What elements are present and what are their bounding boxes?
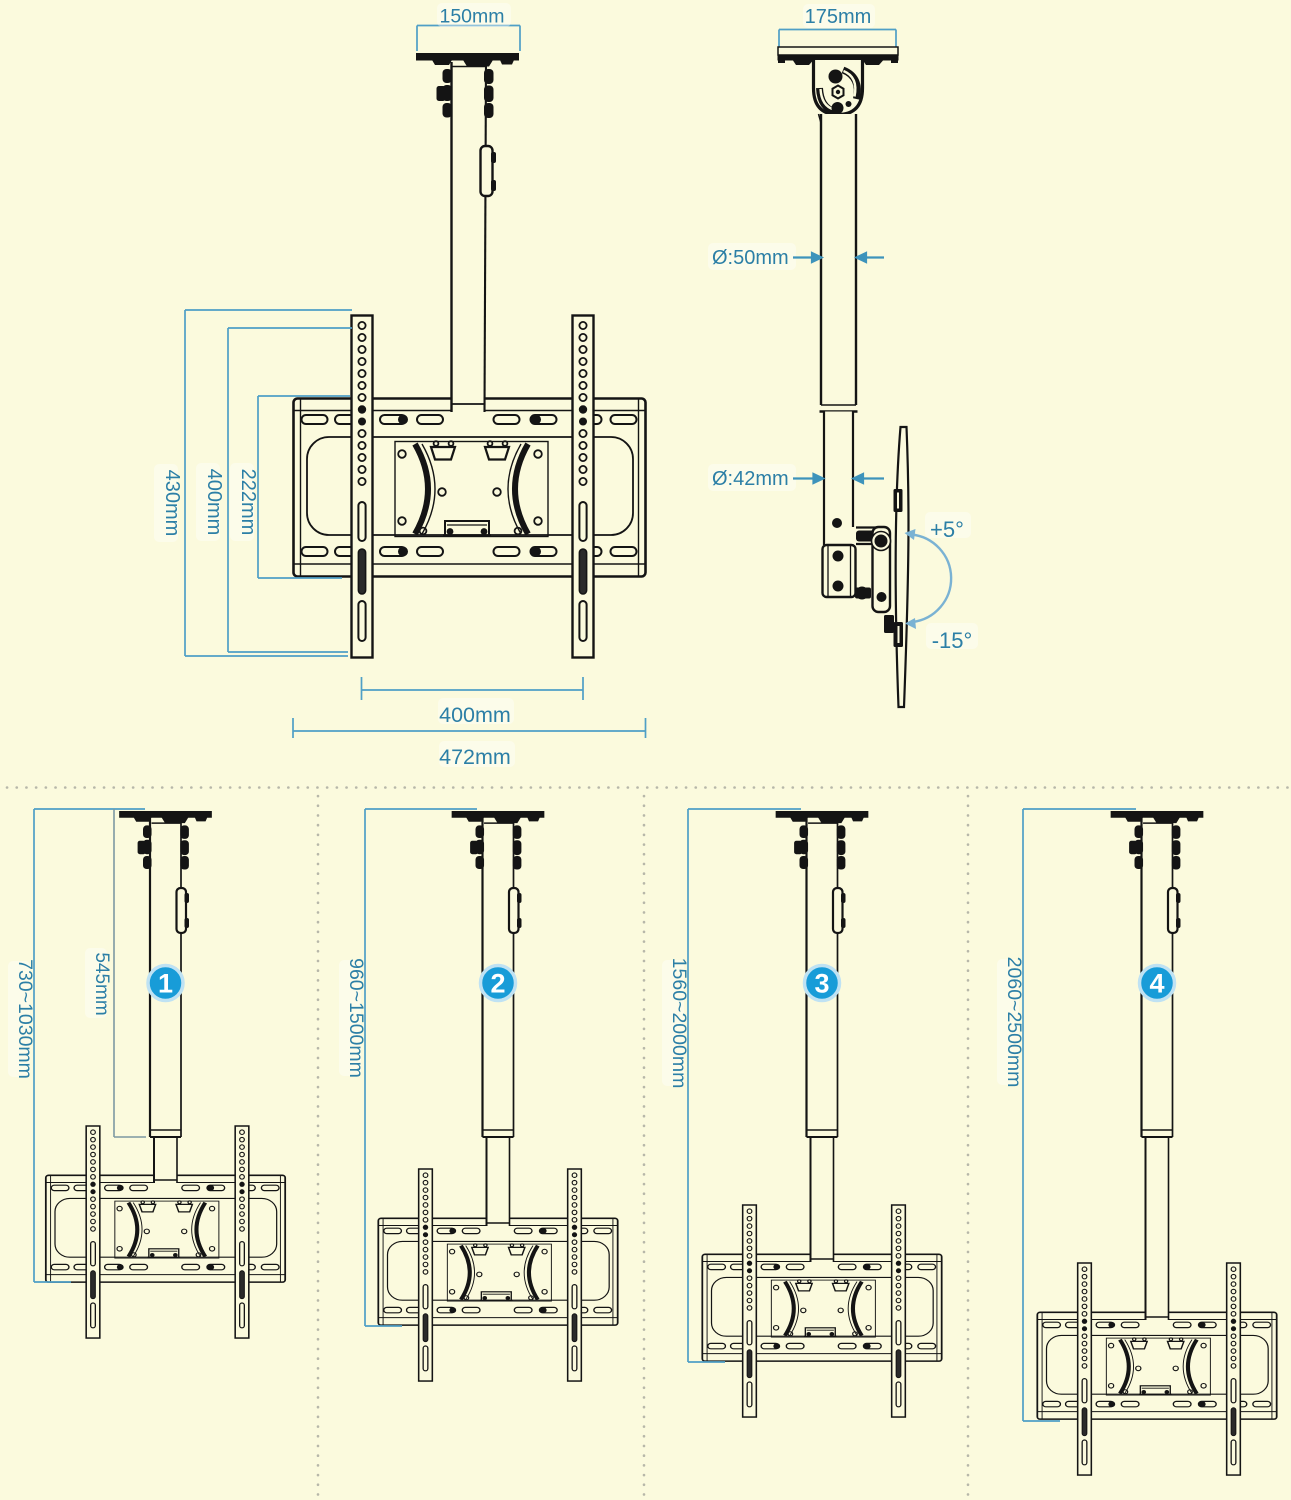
svg-text:1560~2000mm: 1560~2000mm xyxy=(668,958,690,1089)
svg-text:545mm: 545mm xyxy=(91,952,112,1015)
svg-text:730~1030mm: 730~1030mm xyxy=(14,959,36,1079)
svg-text:-15°: -15° xyxy=(932,628,973,653)
svg-text:1: 1 xyxy=(158,969,173,999)
svg-text:400mm: 400mm xyxy=(439,703,511,727)
svg-text:+5°: +5° xyxy=(930,517,964,542)
svg-text:Ø:42mm: Ø:42mm xyxy=(712,468,789,490)
svg-text:430mm: 430mm xyxy=(161,470,183,537)
svg-text:2060~2500mm: 2060~2500mm xyxy=(1003,957,1025,1088)
svg-text:400mm: 400mm xyxy=(203,469,225,536)
svg-text:Ø:50mm: Ø:50mm xyxy=(712,247,789,269)
svg-text:4: 4 xyxy=(1149,969,1164,999)
svg-text:960~1500mm: 960~1500mm xyxy=(345,958,367,1078)
svg-text:3: 3 xyxy=(814,969,829,999)
svg-text:2: 2 xyxy=(490,969,505,999)
svg-text:175mm: 175mm xyxy=(805,6,872,28)
svg-text:222mm: 222mm xyxy=(237,469,259,536)
svg-text:150mm: 150mm xyxy=(439,6,504,28)
svg-text:472mm: 472mm xyxy=(439,745,511,769)
